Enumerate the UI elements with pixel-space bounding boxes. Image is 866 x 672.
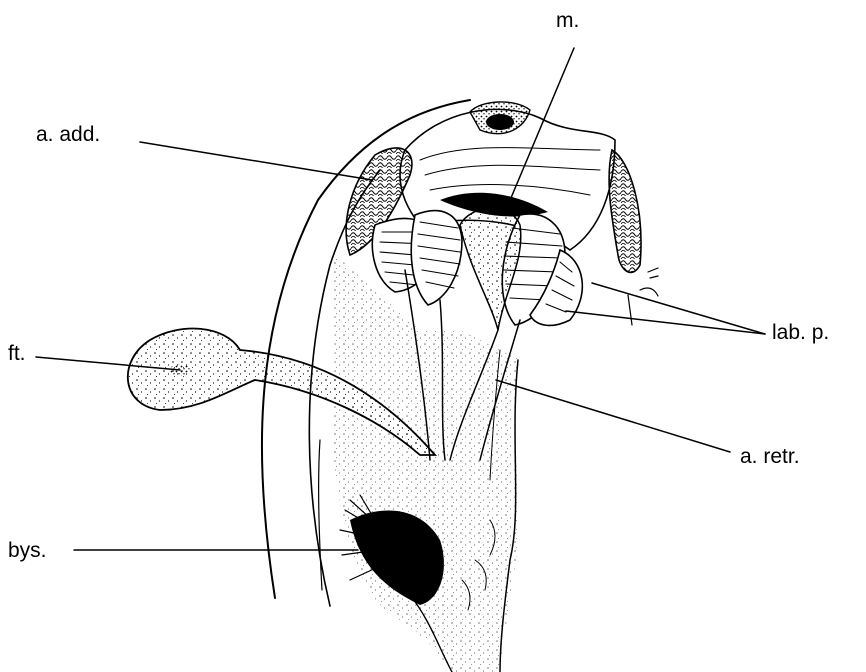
label-a-add: a. add.: [36, 124, 100, 145]
leader-a-retr: [496, 380, 730, 452]
leader-a-add: [140, 142, 372, 180]
leader-lab-p-2: [566, 311, 765, 334]
label-lab-p: lab. p.: [772, 322, 829, 343]
label-ft: ft.: [8, 343, 26, 364]
palp-tip-marks: [628, 268, 658, 325]
label-a-retr: a. retr.: [740, 446, 800, 467]
label-m: m.: [556, 10, 579, 31]
leader-lab-p-1: [592, 283, 765, 334]
label-bys: bys.: [8, 540, 47, 561]
